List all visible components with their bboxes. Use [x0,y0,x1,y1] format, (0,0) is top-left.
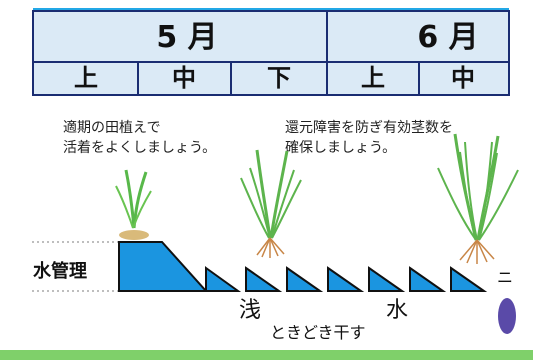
shallow-water-wave-3 [286,266,324,292]
planting-note: 適期の田植えで 活着をよくしましょう。 [63,119,216,156]
bottom-accent-bar [0,350,533,360]
shallow-water-wave-4 [327,266,365,292]
method-water-char: 水 [386,298,408,323]
third-lower-may: 下 [267,64,291,92]
header-background [32,10,510,96]
month-may: 5 月 [156,20,217,55]
reduction-note: 還元障害を防ぎ有効茎数を 確保しましょう。 [285,120,453,156]
third-upper-may: 上 [74,64,98,92]
water-level-diagram [118,241,488,292]
method-intermittent-drying: ときどき干す [270,323,366,342]
method-shallow-char: 浅 [239,298,261,323]
month-june: 6 月 [417,20,478,55]
month-header: 5 月 6 月 上 中 下 上 中 [32,10,510,96]
third-upper-june: 上 [361,64,385,92]
note2-line2: 確保しましょう。 [285,140,396,156]
rice-seedling-icon [115,169,152,240]
initial-deep-water [118,241,209,292]
rice-plant-icon [437,133,519,264]
third-middle-june: 中 [451,64,475,92]
round-badge-icon [498,298,516,334]
water-management-label: 水管理 [33,260,87,282]
note1-line1: 適期の田植えで [63,119,161,136]
cutoff-label: ニ [497,268,513,287]
shallow-water-wave-6 [409,266,447,292]
note2-line1: 還元障害を防ぎ有効茎数を [285,120,453,136]
rice-plant-icon [240,149,302,258]
note1-line2: 活着をよくしましょう。 [63,140,216,156]
shallow-water-wave-7 [450,266,488,292]
top-accent-line [33,8,509,10]
shallow-water-wave-5 [368,266,406,292]
shallow-water-wave-2 [245,266,283,292]
third-middle-may: 中 [172,64,196,92]
shallow-water-wave-1 [205,266,242,292]
